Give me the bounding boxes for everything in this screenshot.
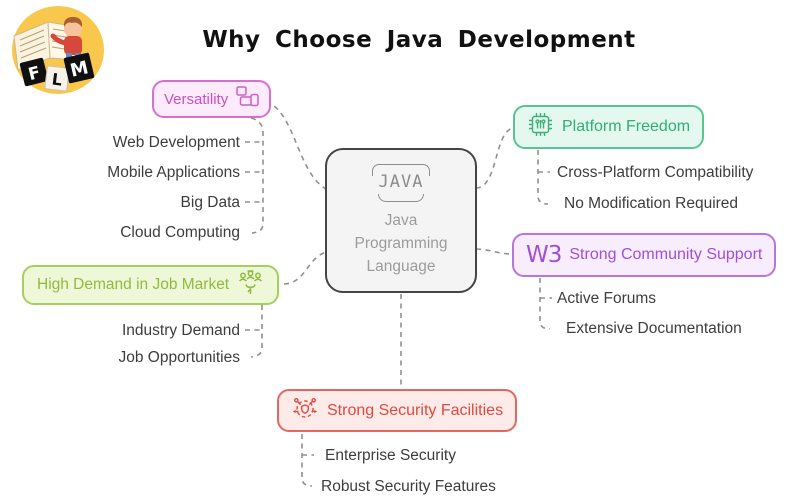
trunk-community (539, 278, 551, 330)
security-scan-icon (291, 395, 319, 427)
node-community-support: W3 Strong Community Support (512, 233, 777, 277)
leaf-robust-security: Robust Security Features (321, 478, 496, 495)
trunk-versatility (250, 117, 264, 234)
leaf-extensive-documentation: Extensive Documentation (566, 320, 742, 337)
leaf-big-data: Big Data (180, 194, 240, 211)
workforce-icon (237, 269, 264, 301)
java-logo-icon: JAVA (372, 164, 430, 202)
w3-icon: W3 (526, 241, 562, 268)
tile-F: F (19, 57, 49, 87)
flm-logo-image: F L M (12, 6, 104, 94)
leaf-cross-platform: Cross-Platform Compatibility (557, 164, 754, 181)
node-job-market: High Demand in Job Market (22, 265, 280, 305)
trunk-platform (537, 150, 549, 205)
devices-icon (236, 86, 259, 112)
trunk-security (301, 434, 313, 487)
node-platform-freedom: Platform Freedom (513, 105, 705, 149)
versatility-label: Versatility (164, 90, 229, 108)
leaf-no-modification: No Modification Required (564, 195, 739, 212)
flm-logo: F L M (6, 2, 110, 98)
svg-text:M: M (68, 57, 90, 81)
connector-center-community (475, 248, 513, 255)
leaf-cloud-computing: Cloud Computing (120, 224, 240, 241)
job-market-label: High Demand in Job Market (37, 276, 230, 293)
leaf-enterprise-security: Enterprise Security (325, 447, 456, 464)
leaf-industry-demand: Industry Demand (121, 322, 240, 339)
connector-jobmarket-center (283, 251, 327, 285)
leaf-mobile-applications: Mobile Applications (107, 164, 240, 181)
tile-M: M (63, 52, 95, 84)
trunk-jobmarket (250, 305, 263, 358)
community-support-label: Strong Community Support (569, 246, 763, 263)
leaf-active-forums: Active Forums (557, 290, 657, 307)
central-label-line1: Java (384, 211, 418, 229)
security-facilities-label: Strong Security Facilities (327, 401, 504, 419)
java-badge-text: JAVA (375, 173, 427, 192)
central-label-line2: Programming (354, 234, 448, 252)
chip-icon (527, 111, 554, 143)
node-security-facilities: Strong Security Facilities (277, 389, 518, 432)
leaf-job-opportunities: Job Opportunities (118, 349, 241, 366)
platform-freedom-label: Platform Freedom (562, 118, 691, 135)
central-label-line3: Language (366, 257, 436, 275)
tile-L: L (44, 65, 70, 92)
leaf-web-development: Web Development (112, 134, 240, 151)
svg-text:F: F (26, 63, 42, 85)
svg-text:L: L (51, 69, 63, 89)
node-versatility: Versatility (152, 80, 272, 118)
node-java-central: JAVA Java Programming Language (325, 148, 477, 293)
connector-center-platform (475, 127, 514, 189)
page-title: Why Choose Java Development (202, 27, 636, 53)
